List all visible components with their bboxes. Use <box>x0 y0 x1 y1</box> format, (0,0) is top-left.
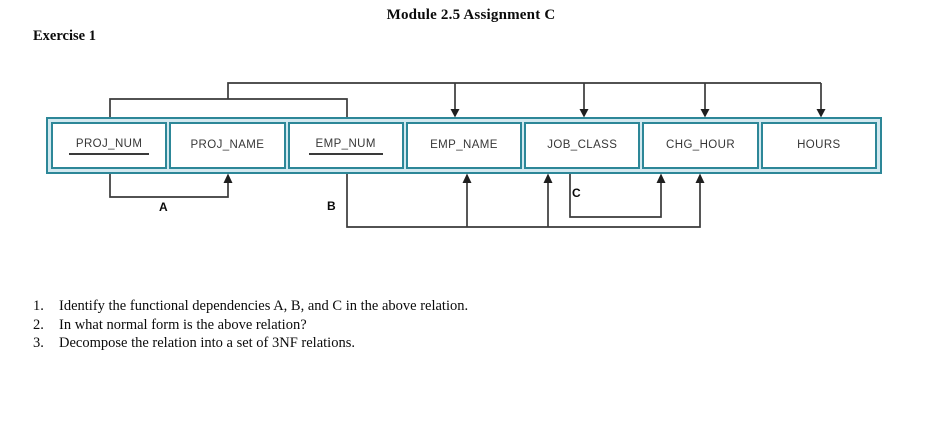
page-title: Module 2.5 Assignment C <box>386 7 556 23</box>
question-item-1: 1. Identify the functional dependencies … <box>33 297 468 316</box>
question-text: In what normal form is the above relatio… <box>59 316 307 333</box>
dependency-b-arrow <box>346 173 705 228</box>
question-item-3: 3. Decompose the relation into a set of … <box>33 334 468 353</box>
attribute-cell-emp-num: EMP_NUM <box>287 122 404 169</box>
attribute-label-proj-num: PROJ_NUM <box>68 137 150 155</box>
question-number: 1. <box>33 298 44 314</box>
attribute-label-chg-hour: CHG_HOUR <box>666 139 736 151</box>
attribute-cell-job-class: JOB_CLASS <box>524 122 641 169</box>
attribute-label-hours: HOURS <box>797 139 841 151</box>
attribute-cell-proj-name: PROJ_NAME <box>169 122 286 169</box>
attribute-label-job-class: JOB_CLASS <box>547 139 618 151</box>
attribute-cell-proj-num: PROJ_NUM <box>51 122 168 169</box>
dependency-label-c: C <box>572 186 581 200</box>
question-text: Decompose the relation into a set of 3NF… <box>59 335 355 351</box>
question-number: 2. <box>33 316 44 333</box>
dependency-a-arrow <box>109 173 233 198</box>
composite-key-dependency-arrows <box>109 82 826 118</box>
dependency-label-b: B <box>327 199 336 213</box>
attribute-cell-emp-name: EMP_NAME <box>405 122 523 169</box>
attribute-cell-chg-hour: CHG_HOUR <box>642 122 759 169</box>
dependency-c-arrow <box>569 173 666 218</box>
questions-list: 1. Identify the functional dependencies … <box>33 297 468 353</box>
exercise-heading: Exercise 1 <box>33 28 96 44</box>
question-number: 3. <box>33 335 44 351</box>
attribute-label-proj-name: PROJ_NAME <box>190 139 265 151</box>
question-text: Identify the functional dependencies A, … <box>59 298 469 314</box>
dependency-label-a: A <box>159 200 168 214</box>
relation-table: PROJ_NUM PROJ_NAME EMP_NUM EMP_NAME JOB_… <box>46 117 882 174</box>
attribute-label-emp-name: EMP_NAME <box>430 139 498 151</box>
attribute-label-emp-num: EMP_NUM <box>308 137 383 155</box>
question-item-2: 2. In what normal form is the above rela… <box>33 316 468 335</box>
attribute-cell-hours: HOURS <box>760 122 877 169</box>
